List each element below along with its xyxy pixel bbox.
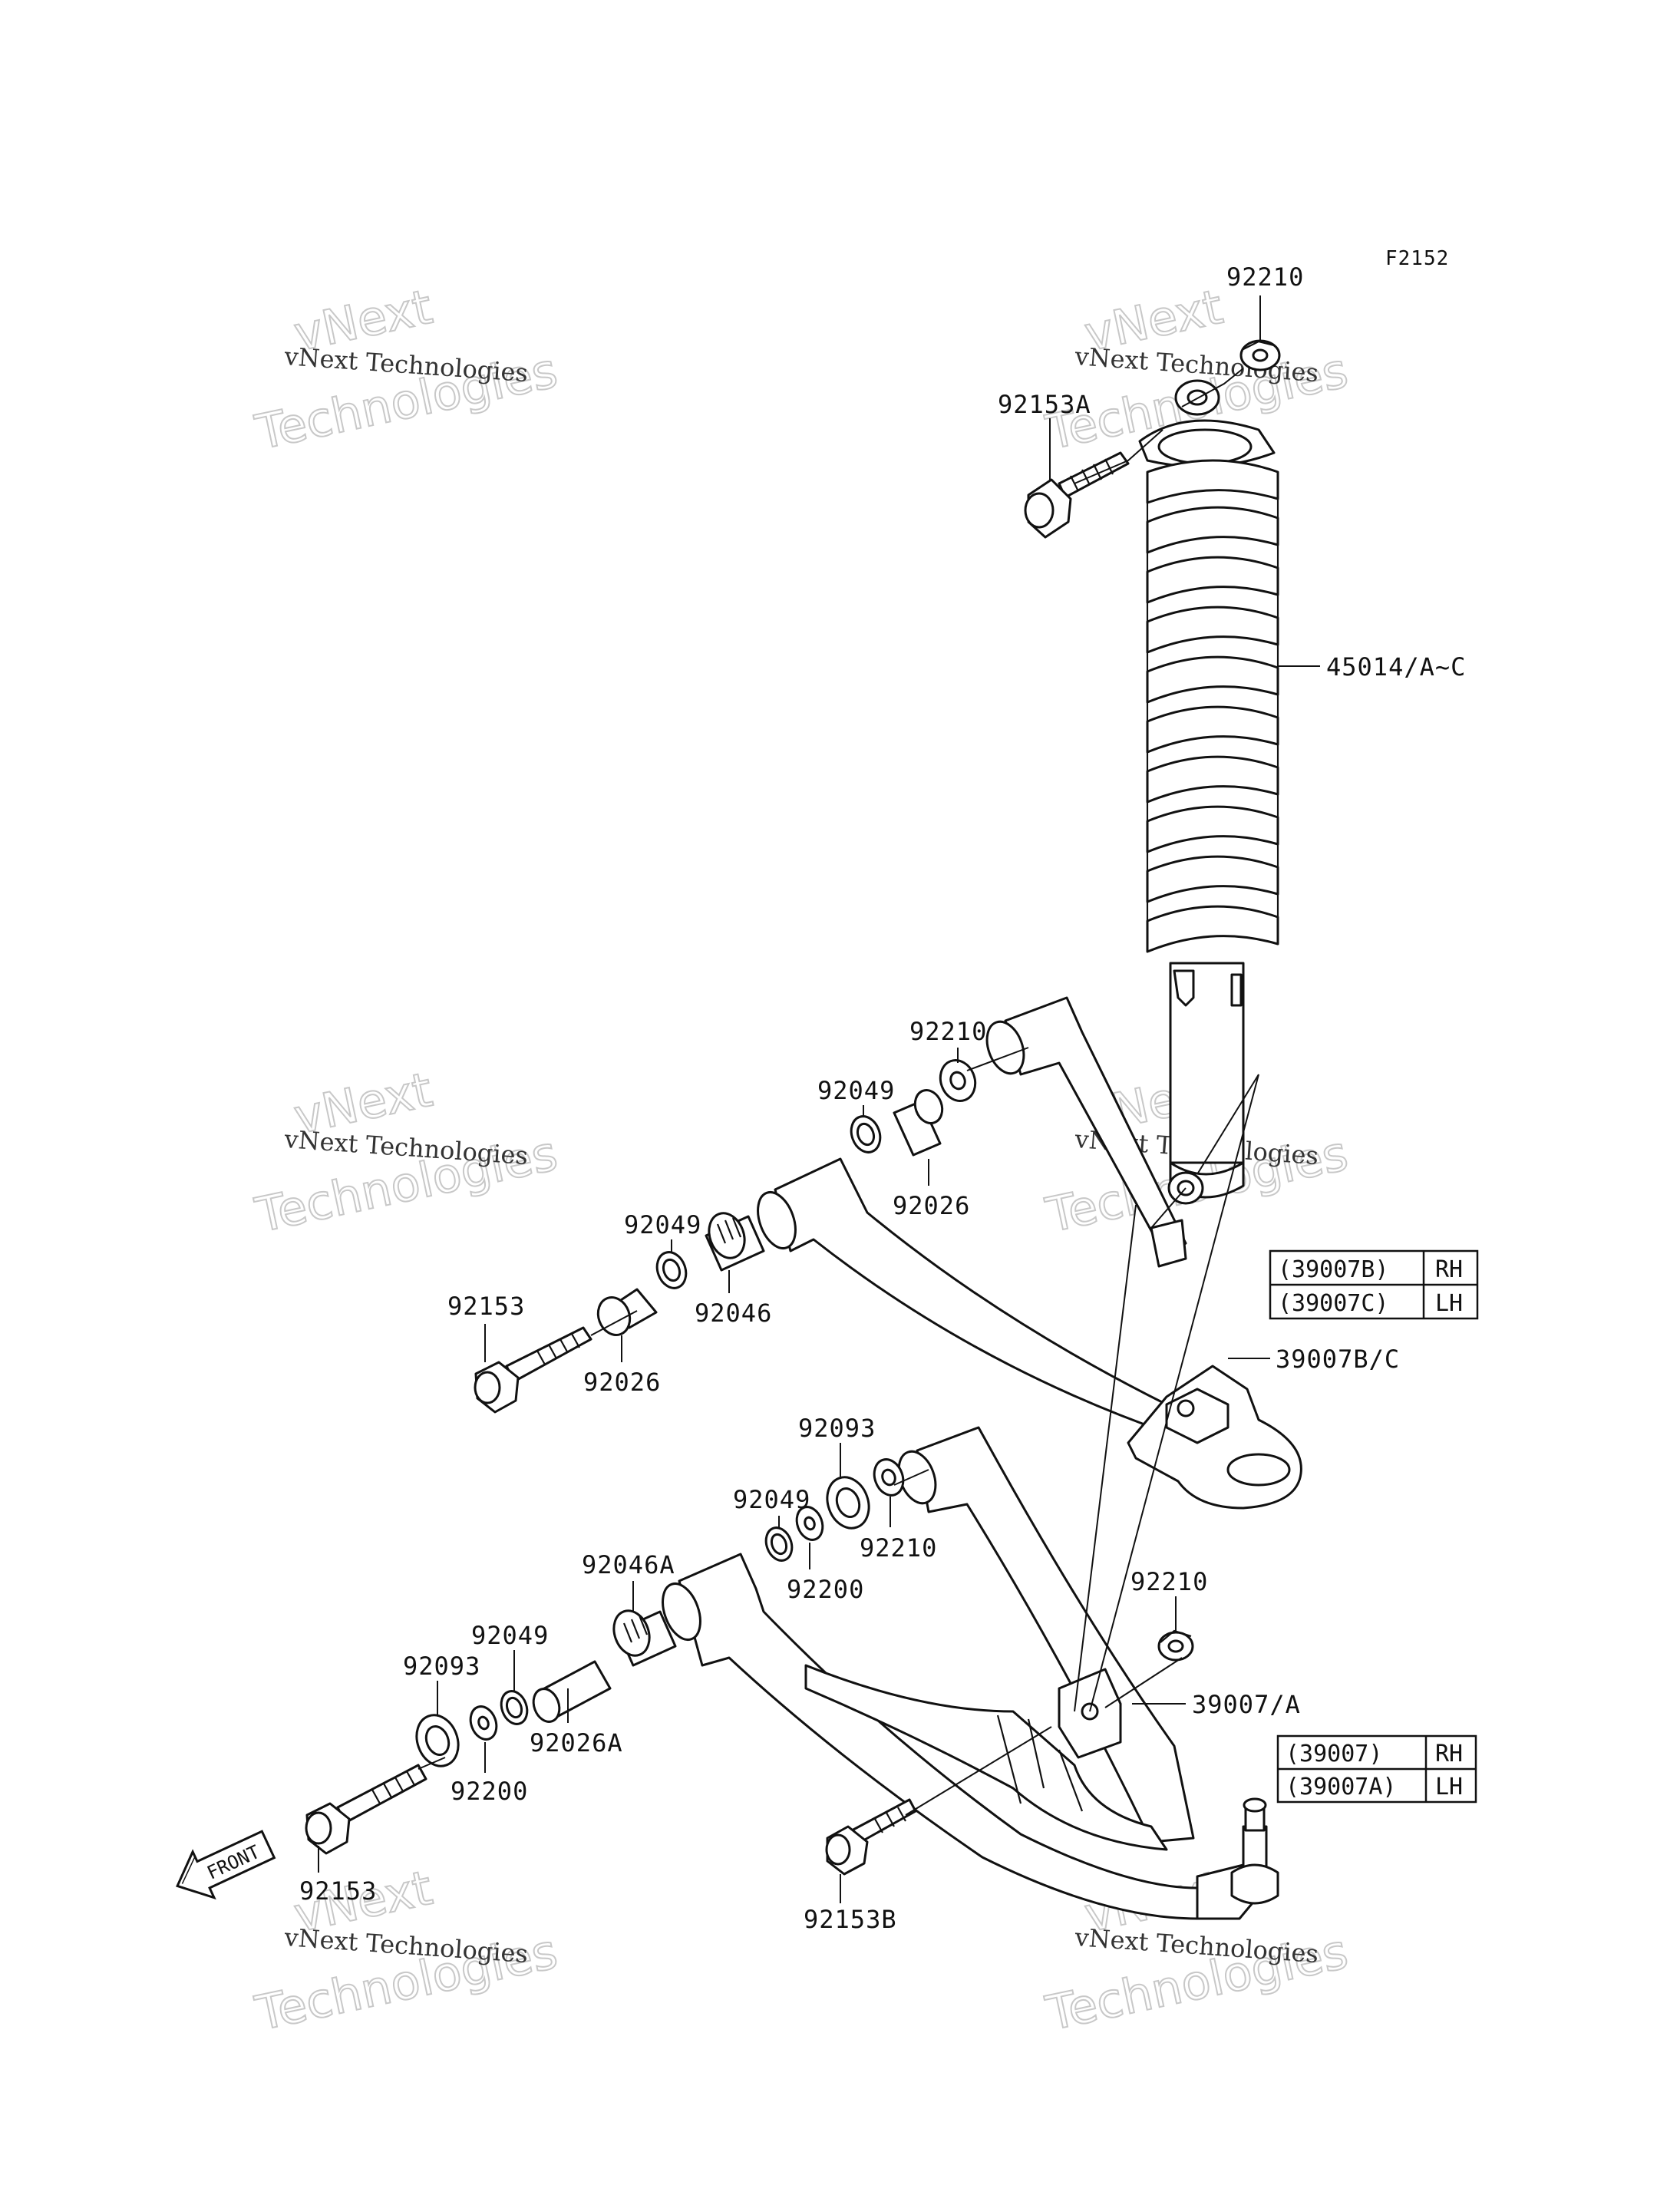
seal-92049-low — [500, 1690, 529, 1725]
bushing-92046A — [612, 1609, 677, 1667]
upper-variant-table: (39007B) RH (39007C) LH — [1269, 1249, 1479, 1320]
nut-92210-upper — [939, 1059, 977, 1102]
label-92049-upper2: 92049 — [624, 1210, 701, 1239]
label-92026-upper2: 92026 — [583, 1368, 661, 1397]
label-92153-upper: 92153 — [447, 1292, 525, 1321]
upper-table-row1-part: (39007B) — [1278, 1256, 1389, 1283]
seal-92049-upper2 — [655, 1251, 688, 1289]
washer-92200-mid — [795, 1506, 824, 1541]
front-arrow-icon: FRONT — [176, 1830, 276, 1900]
label-92200-mid: 92200 — [787, 1575, 864, 1604]
label-leaders — [318, 295, 1320, 1903]
label-92210-upper: 92210 — [909, 1017, 987, 1046]
upper-table-row2-part: (39007C) — [1278, 1290, 1389, 1317]
seal-92049-upper — [850, 1115, 882, 1153]
label-39007A: 39007/A — [1192, 1690, 1301, 1719]
label-92153A: 92153A — [998, 390, 1091, 419]
label-92200-low: 92200 — [451, 1777, 528, 1806]
lower-a-arm — [662, 1426, 1279, 1920]
label-92153B: 92153B — [804, 1905, 897, 1934]
bushing-92046 — [705, 1212, 765, 1272]
upper-table-row2-side: LH — [1435, 1290, 1463, 1317]
bolt-92153-upper — [474, 1326, 592, 1414]
collar-92026A — [532, 1660, 612, 1723]
washer-92093-mid — [826, 1476, 870, 1530]
washer-92093-low — [415, 1714, 460, 1767]
label-92210-right: 92210 — [1130, 1567, 1208, 1596]
label-92046A: 92046A — [582, 1550, 675, 1579]
lower-table-row2-side: LH — [1435, 1774, 1463, 1800]
label-92153-low: 92153 — [299, 1876, 377, 1906]
lower-table-row2-part: (39007A) — [1286, 1774, 1397, 1800]
bolt-92153-low — [305, 1764, 427, 1855]
upper-a-arm — [757, 996, 1302, 1510]
label-92093-low: 92093 — [403, 1652, 480, 1681]
label-92210-mid: 92210 — [860, 1533, 937, 1563]
nut-92210-right — [1157, 1629, 1194, 1662]
label-92049-low: 92049 — [471, 1621, 549, 1650]
label-92026A: 92026A — [530, 1728, 623, 1757]
label-92093-mid: 92093 — [798, 1414, 876, 1443]
collar-92026-upper2 — [596, 1288, 658, 1336]
nut-92210-top — [1239, 339, 1281, 371]
washer-92200-low — [469, 1705, 498, 1741]
label-92046: 92046 — [695, 1299, 772, 1328]
assembly-lines — [418, 368, 1259, 1816]
lower-table-row1-part: (39007) — [1286, 1741, 1382, 1767]
bolt-92153A — [1024, 451, 1130, 539]
upper-table-row1-side: RH — [1435, 1256, 1463, 1283]
collar-92026-upper — [893, 1089, 944, 1157]
label-92049-mid: 92049 — [733, 1485, 810, 1514]
seal-92049-mid — [764, 1526, 794, 1562]
label-92049-upper: 92049 — [817, 1076, 895, 1105]
label-45014: 45014/A~C — [1326, 652, 1466, 682]
label-92210-top: 92210 — [1226, 262, 1304, 292]
lower-table-row1-side: RH — [1435, 1741, 1463, 1767]
label-39007BC: 39007B/C — [1276, 1345, 1400, 1374]
shock-absorber — [1138, 379, 1279, 1205]
figure-code: F2152 — [1385, 247, 1449, 270]
nut-92210-mid — [873, 1458, 905, 1497]
coil-spring — [1146, 459, 1279, 953]
label-92026-upper: 92026 — [893, 1191, 970, 1220]
bolt-92153B — [825, 1798, 917, 1876]
lower-variant-table: (39007) RH (39007A) LH — [1276, 1734, 1477, 1804]
